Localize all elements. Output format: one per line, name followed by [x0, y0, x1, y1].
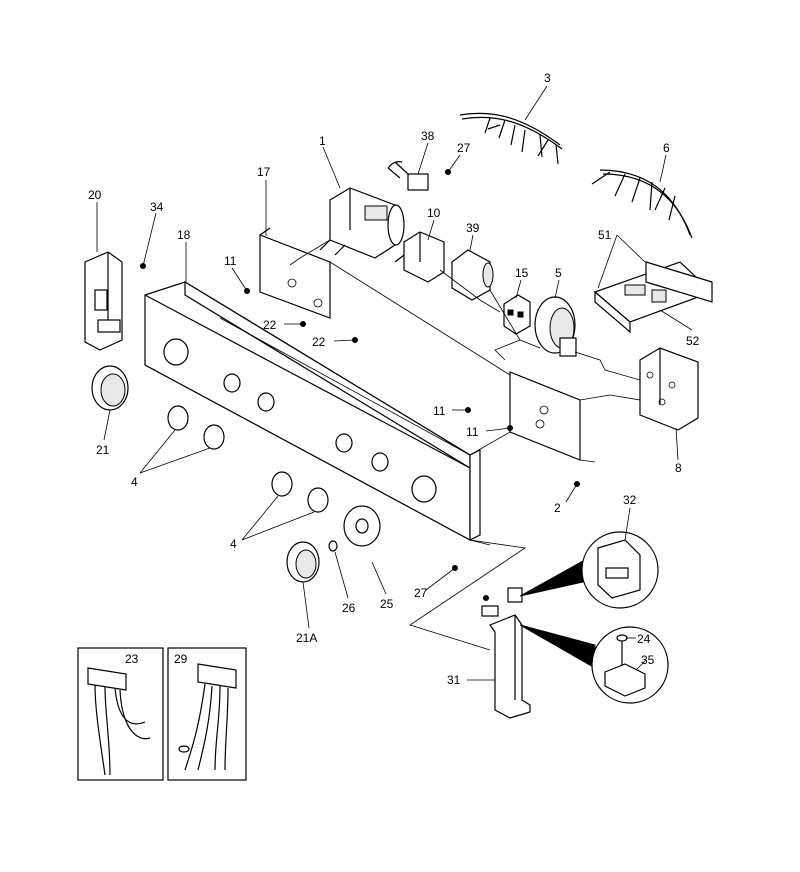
detail-32 — [519, 531, 659, 609]
rear-bracket — [219, 227, 596, 463]
callout-32: 32 — [623, 493, 637, 507]
callout-24: 24 — [637, 632, 651, 646]
callout-31: 31 — [447, 673, 461, 687]
callout-35: 35 — [641, 653, 655, 667]
callout-29: 29 — [174, 652, 188, 666]
callout-21a: 21A — [296, 631, 317, 645]
callout-25: 25 — [380, 597, 394, 611]
callout-4-lower: 4 — [230, 537, 237, 551]
small-knobs — [167, 405, 329, 513]
knob-21a — [286, 541, 320, 583]
callout-39: 39 — [466, 221, 480, 235]
callout-11-mid: 11 — [433, 404, 446, 418]
callout-34: 34 — [150, 200, 164, 214]
control-board — [593, 261, 714, 334]
relay — [387, 161, 429, 191]
wiring-lines — [289, 239, 641, 651]
detail-24-35 — [519, 624, 669, 704]
motor-switch — [451, 249, 494, 301]
callout-8: 8 — [675, 461, 682, 475]
callout-22-upper: 22 — [263, 318, 277, 332]
callout-labels: 1 38 27 3 6 17 18 20 34 11 10 39 15 5 51… — [88, 71, 700, 687]
wire-harness-6 — [591, 169, 693, 239]
callout-26: 26 — [342, 601, 356, 615]
pressure-switch — [534, 296, 577, 357]
inset-harness-29 — [167, 647, 247, 781]
control-panel — [144, 280, 491, 546]
callout-23: 23 — [125, 652, 139, 666]
callout-27-top: 27 — [457, 141, 471, 155]
callout-38: 38 — [421, 129, 435, 143]
timer — [319, 187, 405, 259]
callout-52: 52 — [686, 334, 700, 348]
callout-6: 6 — [663, 141, 670, 155]
lid-switch-bracket — [481, 587, 531, 719]
callout-17: 17 — [257, 165, 271, 179]
side-bracket — [84, 251, 123, 351]
callout-11-left: 11 — [224, 254, 237, 268]
callout-2: 2 — [554, 501, 561, 515]
washer — [328, 540, 338, 552]
inset-harness-23 — [77, 647, 164, 781]
callout-1: 1 — [319, 134, 326, 148]
leader-lines — [96, 85, 693, 681]
callout-22-lower: 22 — [312, 335, 326, 349]
callout-15: 15 — [515, 266, 529, 280]
callout-20: 20 — [88, 188, 102, 202]
callout-4-upper: 4 — [131, 475, 138, 489]
callout-18: 18 — [177, 228, 191, 242]
knob-skirt — [343, 505, 381, 547]
callout-11-right: 11 — [466, 425, 479, 439]
callout-27-bottom: 27 — [414, 586, 428, 600]
callout-5: 5 — [555, 266, 562, 280]
switch-block — [394, 231, 445, 283]
wire-harness-3 — [459, 112, 563, 165]
callout-3: 3 — [544, 71, 551, 85]
switch-15 — [503, 294, 531, 335]
callout-10: 10 — [427, 206, 441, 220]
knob-large — [91, 365, 129, 411]
timer-8 — [639, 347, 699, 431]
callout-21: 21 — [96, 443, 110, 457]
callout-51: 51 — [598, 228, 612, 242]
